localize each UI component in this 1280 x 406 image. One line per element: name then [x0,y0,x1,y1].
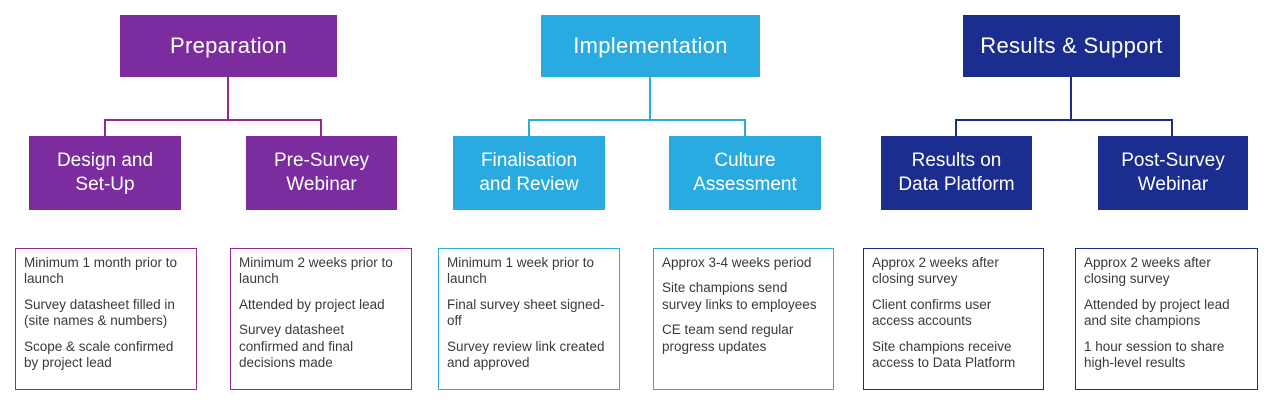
connector-implementation-stub-right [744,119,746,136]
connector-preparation-rail [104,119,322,121]
connector-implementation-vertical [649,77,651,119]
stage-box-results-on-data-platform: Results on Data Platform [881,136,1032,210]
connector-results-rail [955,119,1173,121]
connector-implementation-rail [528,119,746,121]
connector-preparation-stub-right [320,119,322,136]
connector-results-stub-right [1171,119,1173,136]
stage-box-post-survey-webinar: Post-Survey Webinar [1098,136,1248,210]
stage-box-finalisation-and-review: Finalisation and Review [453,136,605,210]
connector-results-stub-left [955,119,957,136]
connector-results-vertical [1070,77,1072,119]
stage-box-design-and-set-up: Design and Set-Up [29,136,181,210]
phase-header-results-and-support: Results & Support [963,15,1180,77]
connector-implementation-stub-left [528,119,530,136]
stage-box-culture-assessment: Culture Assessment [669,136,821,210]
phase-header-implementation: Implementation [541,15,760,77]
connector-preparation-vertical [227,77,229,119]
phase-header-preparation: Preparation [120,15,337,77]
connector-preparation-stub-left [104,119,106,136]
stage-box-pre-survey-webinar: Pre-Survey Webinar [246,136,397,210]
